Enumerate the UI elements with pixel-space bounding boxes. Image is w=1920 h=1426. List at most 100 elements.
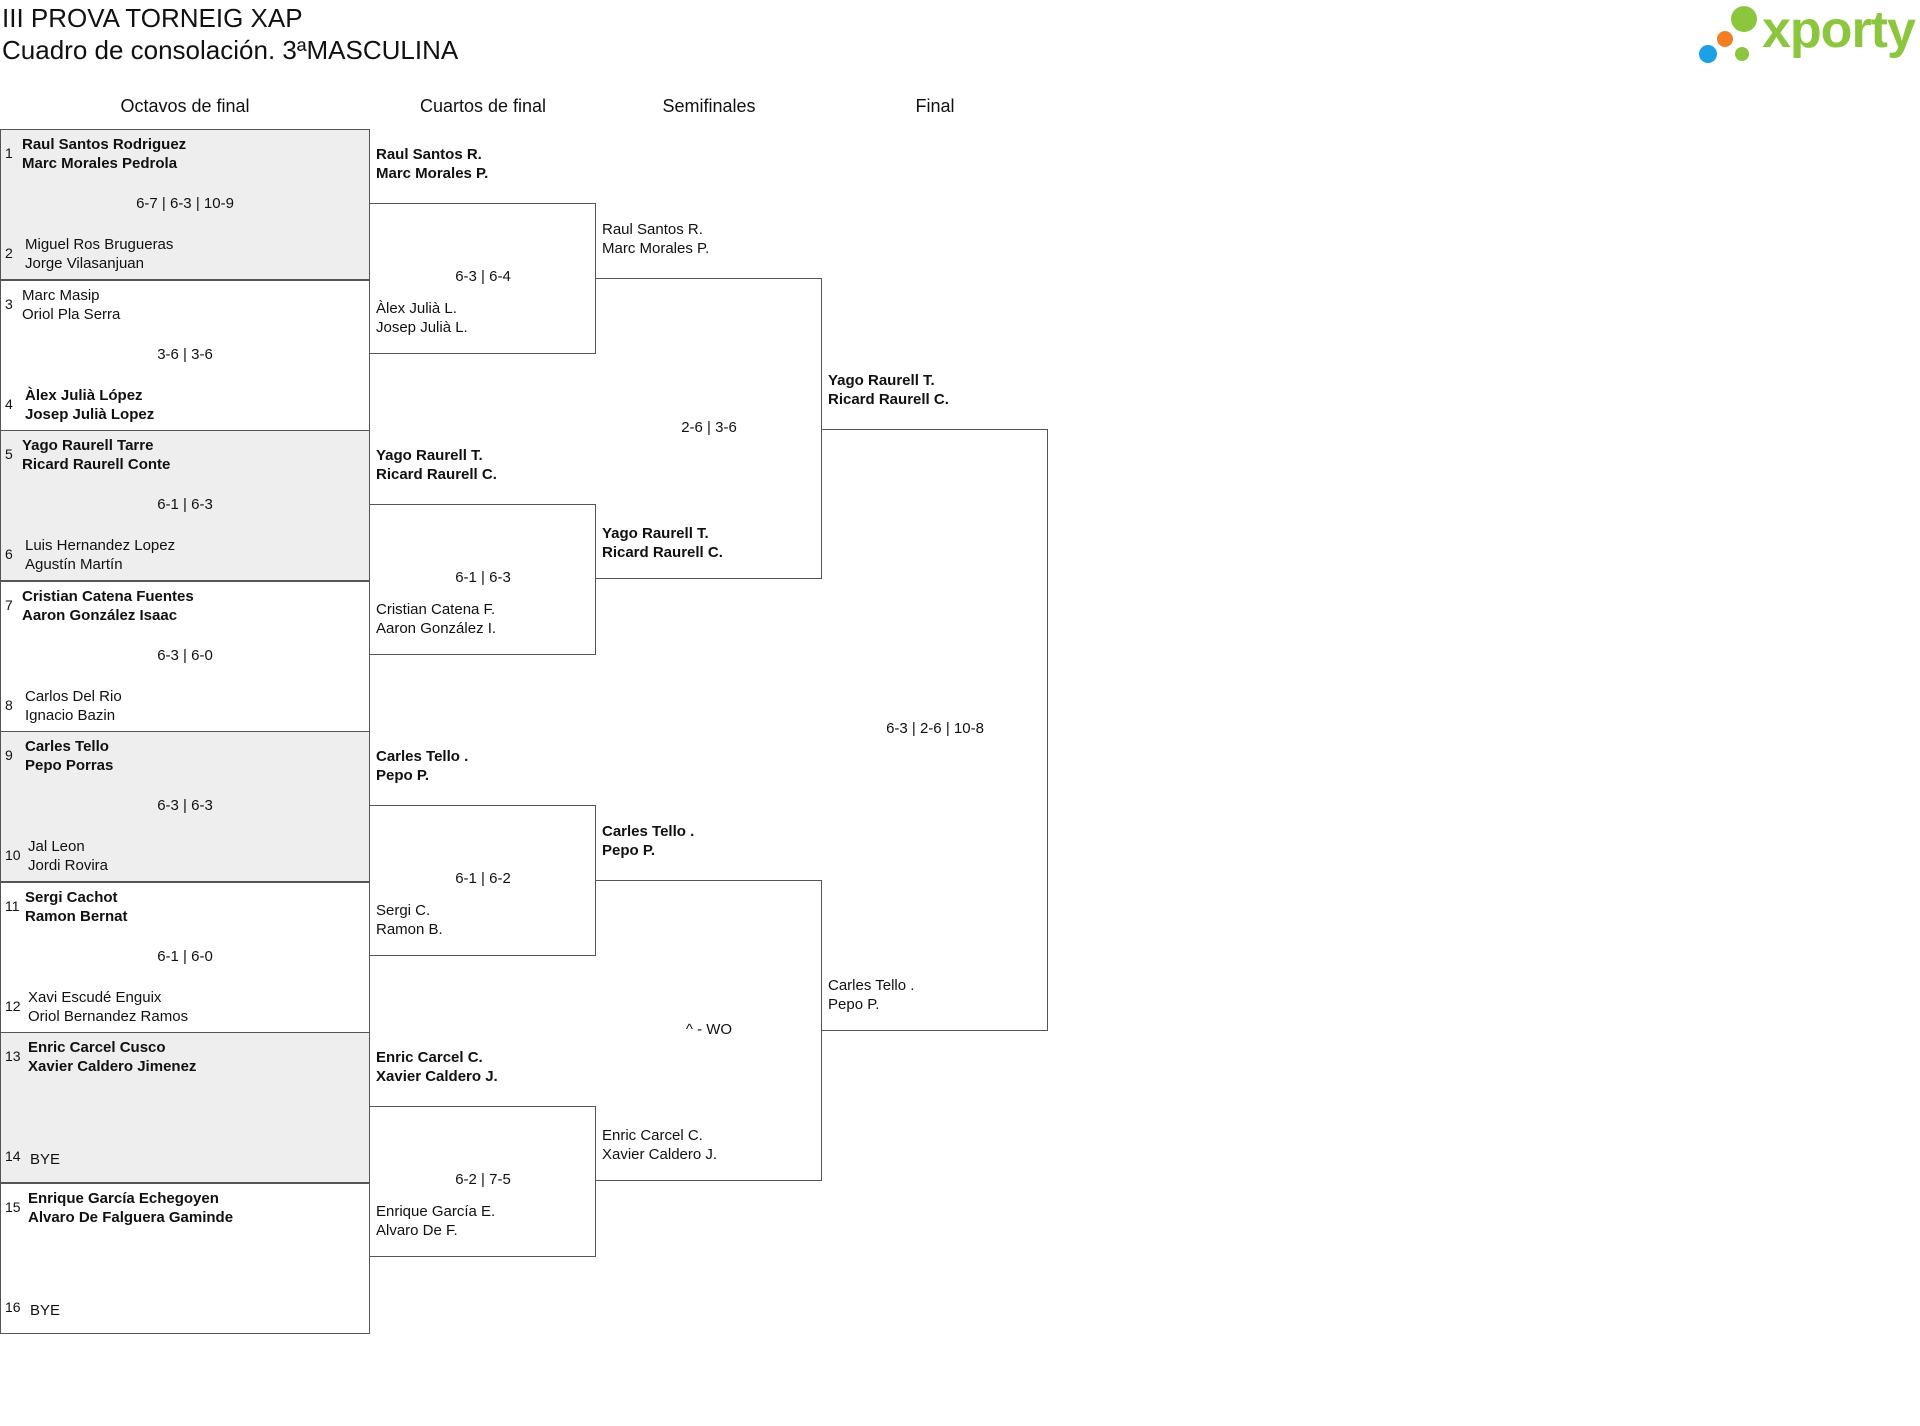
player-name: Yago Raurell T.: [828, 372, 935, 389]
seed-number: 13: [5, 1048, 21, 1064]
match-box: [0, 279, 370, 431]
logo-dot-green: [1731, 6, 1757, 32]
player-name: Àlex Julià López: [25, 386, 143, 404]
player-name: Carles Tello: [25, 738, 109, 755]
match-score: 6-1 | 6-0: [157, 947, 213, 965]
player-name: Yago Raurell T.: [602, 525, 709, 542]
player-name: Oriol Bernandez Ramos: [28, 1007, 189, 1025]
match-box: [0, 1032, 370, 1183]
seed-number: 15: [5, 1198, 21, 1215]
player-name: Ricard Raurell C.: [376, 466, 497, 483]
player-name: Pepo P.: [376, 767, 430, 784]
match-score: 6-1 | 6-3: [455, 569, 511, 587]
player-name: Ramon B.: [376, 920, 443, 938]
bracket-connector: [370, 805, 596, 956]
seed-number: 2: [5, 245, 13, 261]
player-name: Ramon Bernat: [25, 907, 128, 925]
player-name: Enric Carcel Cusco: [28, 1039, 166, 1056]
player-name: Carlos Del Rio: [25, 687, 122, 705]
player-name: Sergi C.: [376, 901, 431, 919]
match-score: 6-1 | 6-2: [455, 870, 511, 888]
xporty-logo: xporty: [1698, 1, 1920, 72]
player-name: Enrique García Echegoyen: [28, 1189, 219, 1207]
player-name: Agustín Martín: [25, 556, 123, 573]
player-name: Yago Raurell Tarre: [22, 437, 154, 454]
player-name: Josep Julià Lopez: [25, 405, 155, 423]
seed-number: 10: [5, 847, 21, 863]
player-name: Yago Raurell T.: [376, 447, 483, 464]
round-header-3: Semifinales: [662, 96, 756, 116]
player-name: Oriol Pla Serra: [22, 305, 121, 323]
player-name: BYE: [30, 1151, 61, 1168]
player-name: Xavi Escudé Enguix: [28, 988, 162, 1006]
match-box: [0, 731, 370, 882]
player-name: Jordi Rovira: [28, 857, 109, 874]
player-name: Raul Santos R.: [376, 146, 482, 163]
round-header-1: Octavos de final: [120, 96, 250, 116]
seed-number: 14: [5, 1148, 21, 1164]
match-score: 3-6 | 3-6: [157, 345, 213, 363]
player-name: Pepo Porras: [25, 757, 114, 774]
player-name: Raul Santos R.: [602, 221, 703, 238]
logo-wordmark: xporty: [1762, 1, 1916, 59]
match-box: [0, 580, 370, 732]
logo-dot-orange: [1717, 31, 1733, 47]
player-name: Luis Hernandez Lopez: [25, 537, 176, 554]
seed-number: 4: [5, 395, 13, 412]
match-score: 6-7 | 6-3 | 10-9: [136, 195, 234, 212]
player-name: Pepo P.: [828, 996, 880, 1013]
player-name: Ricard Raurell C.: [602, 544, 723, 561]
seed-number: 9: [5, 747, 13, 763]
seed-number: 12: [5, 997, 21, 1014]
seed-number: 6: [5, 546, 13, 562]
round-header-4: Final: [915, 96, 955, 116]
player-name: Enric Carcel C.: [602, 1127, 703, 1144]
seed-number: 7: [5, 596, 13, 613]
bracket-connector: [370, 504, 596, 655]
player-name: Cristian Catena Fuentes: [22, 587, 194, 605]
match-score: 6-2 | 7-5: [455, 1171, 511, 1189]
player-name: Ricard Raurell Conte: [22, 456, 171, 473]
player-name: Xavier Caldero J.: [376, 1068, 498, 1085]
player-name: Aaron González I.: [376, 619, 497, 637]
player-name: Enric Carcel C.: [376, 1049, 483, 1066]
player-name: Josep Julià L.: [376, 318, 468, 336]
page-title: III PROVA TORNEIG XAP: [2, 3, 303, 33]
match-box: [0, 881, 370, 1033]
player-name: Jal Leon: [28, 838, 85, 855]
player-name: Xavier Caldero J.: [602, 1146, 718, 1163]
seed-number: 3: [5, 295, 13, 312]
seed-number: 11: [5, 897, 20, 914]
player-name: Carles Tello .: [828, 977, 915, 994]
match-box: [0, 129, 370, 280]
seed-number: 16: [5, 1298, 21, 1315]
player-name: Cristian Catena F.: [376, 600, 496, 618]
match-score: 2-6 | 3-6: [681, 418, 737, 436]
bracket-connector: [370, 203, 596, 354]
seed-number: 8: [5, 696, 13, 713]
match-score: 6-3 | 6-0: [157, 646, 213, 664]
match-score: 6-1 | 6-3: [157, 496, 213, 513]
player-name: Xavier Caldero Jimenez: [28, 1058, 197, 1075]
player-name: Pepo P.: [602, 842, 656, 859]
player-name: Ignacio Bazin: [25, 706, 116, 724]
match-box: [0, 1182, 370, 1334]
player-name: Raul Santos Rodriguez: [22, 136, 187, 153]
round-header-2: Cuartos de final: [419, 96, 547, 116]
player-name: BYE: [30, 1301, 61, 1319]
seed-number: 5: [5, 446, 13, 462]
player-name: Carles Tello .: [602, 823, 695, 840]
match-score: 6-3 | 2-6 | 10-8: [886, 720, 984, 737]
player-name: Marc Masip: [22, 286, 100, 304]
match-score: 6-3 | 6-3: [157, 797, 213, 814]
player-name: Jorge Vilasanjuan: [25, 255, 144, 272]
bracket-connector: [596, 278, 822, 579]
bracket-connector: [596, 880, 822, 1181]
player-name: Marc Morales P.: [376, 165, 489, 182]
player-name: Marc Morales Pedrola: [22, 155, 178, 172]
player-name: Enrique García E.: [376, 1202, 496, 1220]
player-name: Àlex Julià L.: [376, 299, 457, 317]
bracket-connector: [370, 1106, 596, 1257]
match-score: ^ - WO: [685, 1020, 733, 1038]
bracket-connector: [822, 429, 1048, 1031]
